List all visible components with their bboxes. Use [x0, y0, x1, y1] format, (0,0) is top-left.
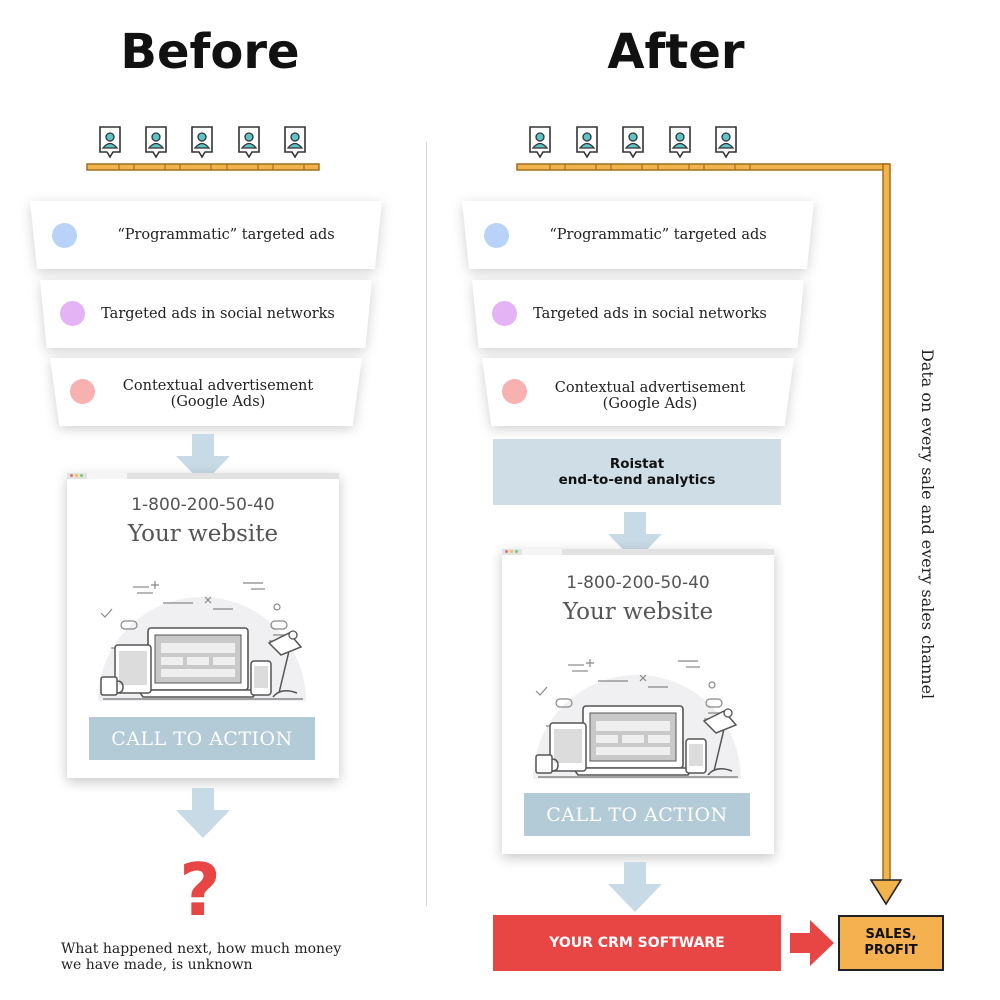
people-row-before	[84, 124, 324, 174]
person-icon	[577, 127, 597, 157]
before-title: Before	[60, 24, 360, 80]
after-title: After	[526, 24, 826, 80]
website-mockup-after: 1-800-200-50-40 Your website CALL TO ACT…	[502, 549, 774, 854]
funnel-step-programmatic: “Programmatic” targeted ads	[30, 201, 382, 269]
funnel-step-social: Targeted ads in social networks	[40, 280, 372, 348]
funnel-step-contextual: Contextual advertisement (Google Ads)	[482, 358, 794, 426]
person-icon	[192, 127, 212, 157]
person-icon	[670, 127, 690, 157]
funnel-label: Contextual advertisement (Google Ads)	[86, 378, 350, 410]
funnel-label: “Programmatic” targeted ads	[482, 227, 834, 243]
funnel-step-contextual: Contextual advertisement (Google Ads)	[50, 358, 362, 426]
right-arrow-icon	[790, 920, 834, 966]
person-icon	[716, 127, 736, 157]
devices-illustration	[528, 651, 748, 783]
roistat-analytics-box: Roistat end-to-end analytics	[493, 439, 781, 505]
funnel-label: Contextual advertisement (Google Ads)	[518, 380, 782, 412]
person-icon	[530, 127, 550, 157]
down-arrow-icon	[608, 862, 662, 912]
devices-illustration	[93, 573, 313, 705]
call-to-action-button[interactable]: CALL TO ACTION	[524, 793, 750, 836]
person-icon	[100, 127, 120, 157]
person-icon	[239, 127, 259, 157]
funnel-step-programmatic: “Programmatic” targeted ads	[462, 201, 814, 269]
call-to-action-button[interactable]: CALL TO ACTION	[89, 717, 315, 760]
person-icon	[146, 127, 166, 157]
phone-number: 1-800-200-50-40	[502, 573, 774, 593]
down-arrow-icon	[176, 788, 230, 838]
funnel-label: “Programmatic” targeted ads	[50, 227, 402, 243]
unknown-outcome-note: What happened next, how much money we ha…	[61, 941, 381, 973]
data-feedback-label: Data on every sale and every sales chann…	[918, 349, 937, 699]
funnel-step-social: Targeted ads in social networks	[472, 280, 804, 348]
sales-profit-box: SALES, PROFIT	[838, 915, 944, 971]
divider	[426, 142, 427, 906]
question-mark: ?	[170, 848, 230, 932]
website-title: Your website	[67, 521, 339, 547]
website-title: Your website	[502, 599, 774, 625]
person-icon	[623, 127, 643, 157]
website-mockup-before: 1-800-200-50-40 Your website CALL TO ACT…	[67, 473, 339, 778]
funnel-label: Targeted ads in social networks	[492, 306, 808, 322]
person-icon	[285, 127, 305, 157]
funnel-label: Targeted ads in social networks	[60, 306, 376, 322]
crm-software-box: YOUR CRM SOFTWARE	[493, 915, 781, 971]
phone-number: 1-800-200-50-40	[67, 495, 339, 515]
